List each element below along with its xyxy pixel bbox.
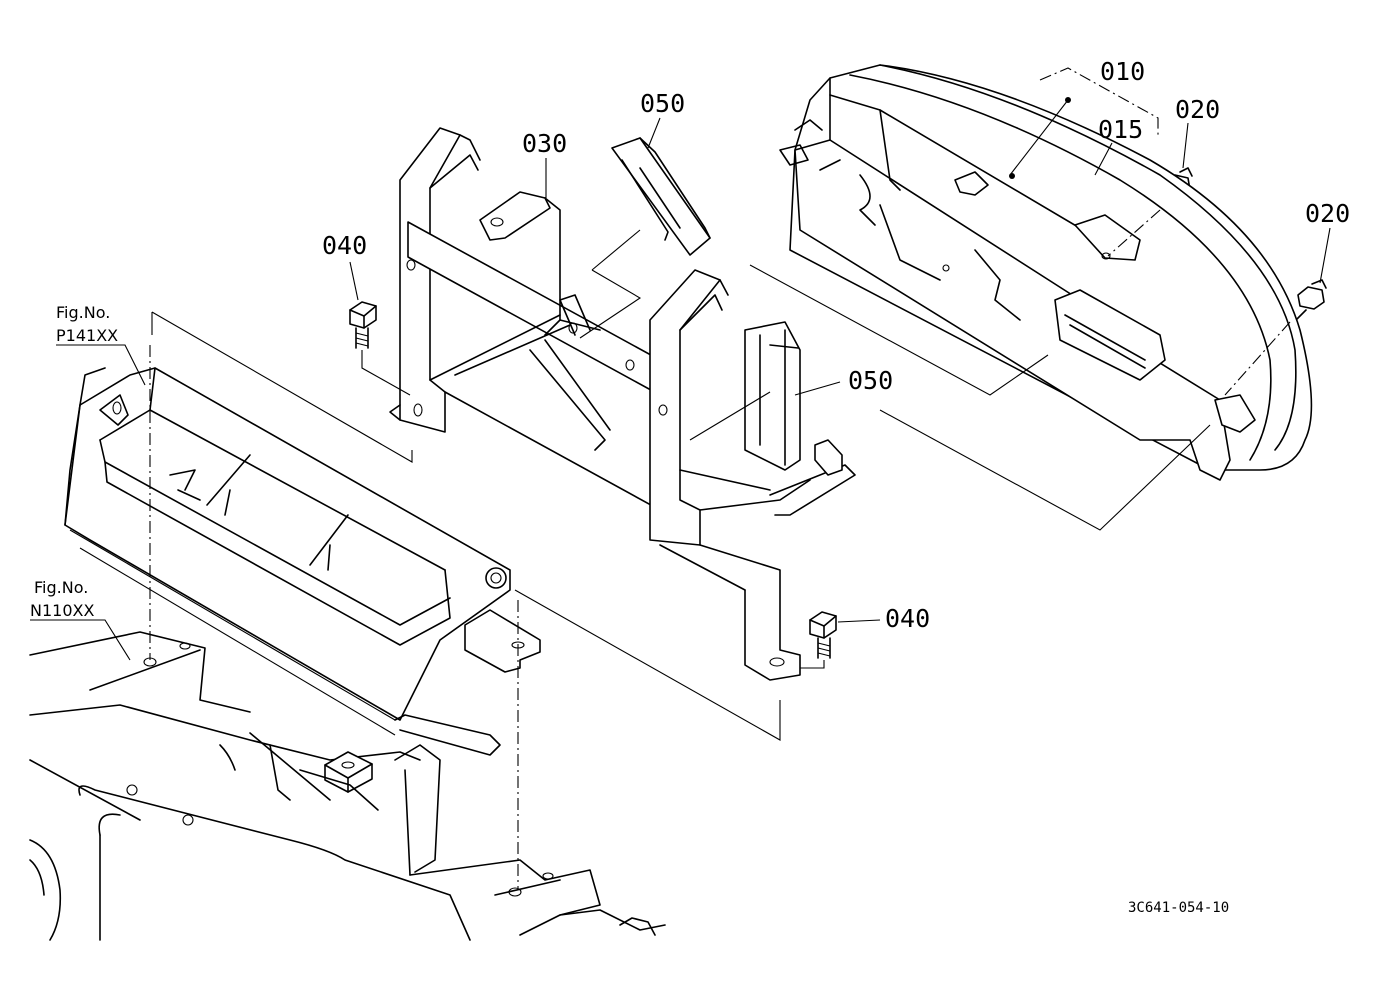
drawing-code: 3C641-054-10 <box>1128 900 1229 916</box>
figure-reference-n110xx: Fig.No. N110XX <box>30 578 94 620</box>
meter-panel-010 <box>779 64 1313 481</box>
fig-ref-code: P141XX <box>56 326 118 345</box>
rubber-pad-050-lower <box>744 321 801 471</box>
fig-ref-title: Fig.No. <box>34 578 88 597</box>
part-labels: 010 015 020 020 030 040 040 050 050 <box>322 57 1350 633</box>
fig-ref-code: N110XX <box>30 601 94 620</box>
label-015: 015 <box>1098 115 1143 144</box>
fig-ref-title: Fig.No. <box>56 303 110 322</box>
base-frame <box>29 631 666 941</box>
label-030: 030 <box>522 129 567 158</box>
screw-020-lower <box>1295 279 1327 321</box>
instrument-tray <box>64 367 541 756</box>
rubber-pad-050-upper <box>611 137 711 256</box>
label-050-upper: 050 <box>640 89 685 118</box>
label-050-lower: 050 <box>848 366 893 395</box>
label-040-left: 040 <box>322 231 367 260</box>
label-020-lower: 020 <box>1305 199 1350 228</box>
bolt-040-right <box>809 611 837 659</box>
figure-reference-p141xx: Fig.No. P141XX <box>56 303 118 345</box>
label-020-upper: 020 <box>1175 95 1220 124</box>
leader-lines <box>30 67 1331 890</box>
bolt-040-left <box>349 301 377 349</box>
label-040-right: 040 <box>885 604 930 633</box>
label-010: 010 <box>1100 57 1145 86</box>
meter-bracket-030 <box>389 127 856 681</box>
